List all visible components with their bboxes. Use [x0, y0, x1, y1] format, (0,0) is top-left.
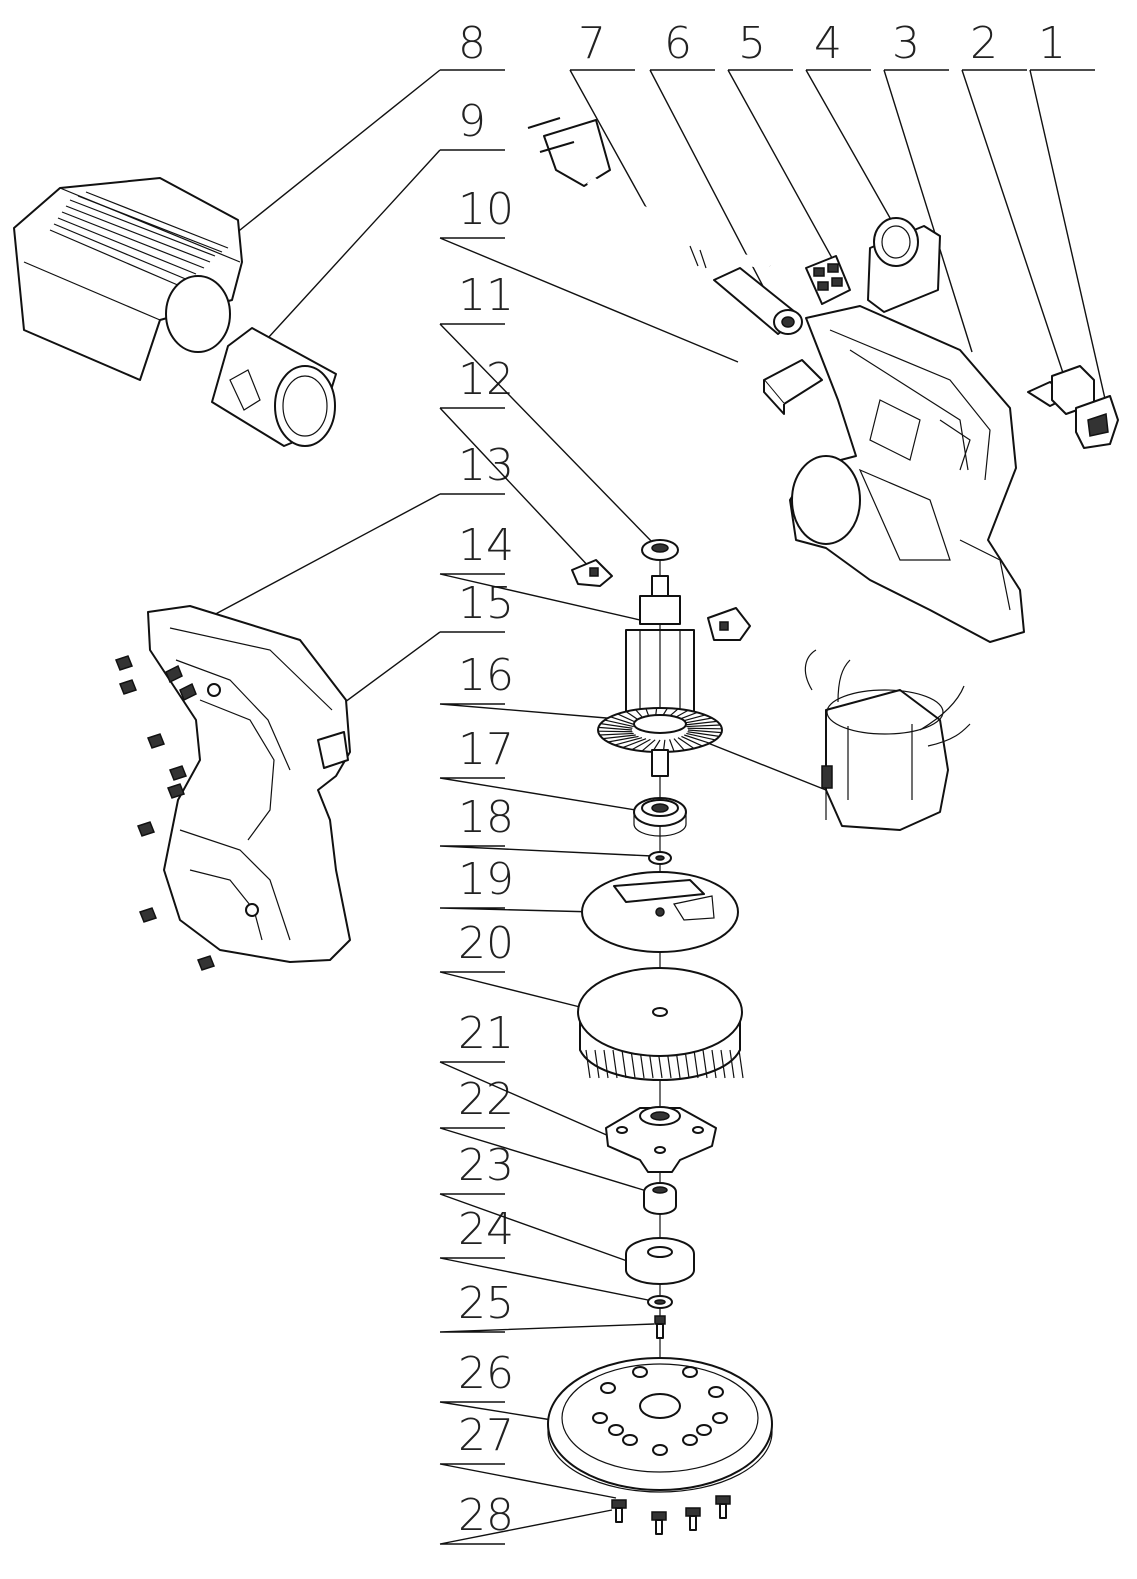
switch-button-parts: [1027, 365, 1119, 449]
dust-box-part: [13, 177, 243, 381]
label-4: 4: [814, 18, 842, 69]
leader-10: [439, 237, 739, 363]
leader-18: [439, 845, 653, 857]
label-21: 21: [458, 1008, 514, 1059]
leader-14: [439, 573, 641, 621]
leader-12: [439, 407, 593, 571]
top-bearing-part: [641, 539, 679, 561]
left-housing-part: [147, 605, 351, 963]
leader-7: [569, 69, 653, 219]
leader-4: [805, 69, 899, 233]
lower-bearing-part: [633, 797, 687, 837]
dust-adapter-part: [211, 327, 337, 447]
switch-module-part: [763, 359, 823, 415]
label-16: 16: [458, 650, 514, 701]
pad-screws-part: [611, 1495, 731, 1535]
leader-1: [1029, 69, 1109, 413]
label-2: 2: [970, 18, 998, 69]
leader-6: [649, 69, 779, 316]
center-screw-part: [654, 1315, 666, 1339]
leader-5: [727, 69, 833, 259]
label-23: 23: [458, 1140, 514, 1191]
leader-28: [439, 1509, 613, 1545]
cord-sleeve-part: [713, 267, 803, 335]
label-15: 15: [458, 578, 514, 629]
label-9: 9: [458, 96, 486, 147]
leader-19: [439, 907, 597, 913]
label-6: 6: [664, 18, 692, 69]
leader-11: [439, 323, 656, 546]
baffle-plate-part: [581, 871, 739, 953]
label-12: 12: [458, 354, 514, 405]
label-8: 8: [458, 18, 486, 69]
leader-24: [439, 1257, 649, 1301]
counterweight-part: [625, 1237, 695, 1285]
leader-23: [439, 1193, 631, 1263]
leader-8: [204, 69, 505, 259]
leader-21: [439, 1061, 619, 1141]
label-7: 7: [578, 18, 606, 69]
leader-3: [883, 69, 973, 353]
eccentric-bearing-part: [643, 1182, 677, 1215]
label-1: 1: [1038, 18, 1066, 69]
label-13: 13: [458, 440, 514, 491]
right-housing-part: [789, 305, 1025, 643]
label-11: 11: [458, 270, 514, 321]
label-27: 27: [458, 1410, 514, 1461]
leader-20: [439, 971, 601, 1013]
label-18: 18: [458, 792, 514, 843]
label-17: 17: [458, 724, 514, 775]
brush-holder-part: [571, 559, 751, 641]
washer-18-part: [648, 851, 672, 865]
label-28: 28: [458, 1490, 514, 1541]
armature-part: [625, 575, 695, 723]
label-25: 25: [458, 1278, 514, 1329]
leader-22: [439, 1127, 651, 1193]
power-cord-part: [527, 117, 772, 271]
label-5: 5: [738, 18, 766, 69]
housing-screws: [115, 655, 215, 971]
leader-2: [961, 69, 1069, 389]
leader-17: [439, 777, 649, 813]
leader-25: [439, 1323, 655, 1333]
label-20: 20: [458, 918, 514, 969]
leader-27: [439, 1463, 617, 1499]
label-24: 24: [458, 1204, 514, 1255]
label-10: 10: [458, 184, 514, 235]
bearing-holder-part: [605, 1106, 717, 1173]
terminal-block-part: [805, 255, 851, 305]
sanding-pad-part: [547, 1357, 773, 1493]
leader-9: [267, 149, 505, 339]
capacitor-part: [867, 217, 941, 313]
label-26: 26: [458, 1348, 514, 1399]
label-14: 14: [458, 520, 514, 571]
label-19: 19: [458, 854, 514, 905]
label-3: 3: [892, 18, 920, 69]
stator-part: [804, 649, 971, 831]
leader-lines: [151, 69, 1109, 1545]
leader-26: [439, 1401, 553, 1421]
armature-fan-part: [597, 707, 723, 777]
callout-labels: 8 7 6 5 4 3 2 1 9 10 11 12 13 14 15 16 1…: [458, 18, 1066, 1541]
washer-24-part: [647, 1295, 673, 1309]
cooling-fan-part: [577, 967, 744, 1081]
